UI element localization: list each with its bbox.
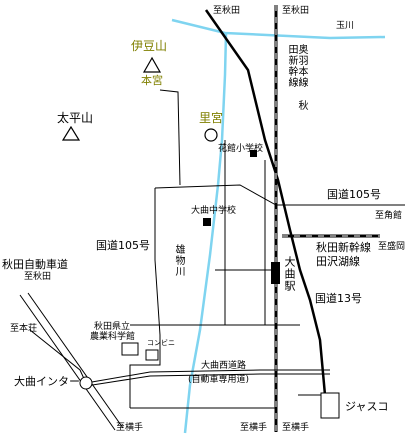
taiheizan-label: 太平山 bbox=[57, 111, 94, 125]
route105-east-label: 国道105号 bbox=[327, 188, 381, 201]
direction-to-tamagawa: 玉川 bbox=[336, 21, 355, 31]
izusan-label: 伊豆山 bbox=[131, 39, 168, 53]
omagari-nishi-road-label: 大曲西道路 bbox=[201, 361, 247, 371]
agri-hs-label-line2: 農業科学館 bbox=[90, 332, 136, 342]
hongu-label: 本宮 bbox=[141, 74, 163, 87]
direction-to-yokote-right: 至横手 bbox=[282, 423, 310, 433]
omagari-ic-marker bbox=[79, 376, 93, 390]
route13-road bbox=[204, 9, 327, 396]
direction-to-morioka: 至盛岡 bbox=[378, 242, 406, 252]
satomiya-marker bbox=[204, 128, 218, 142]
omono-river-label: 雄物川 bbox=[173, 244, 184, 277]
direction-to-akita-right: 至秋田 bbox=[282, 6, 310, 16]
convenience-store-label: コンビニ bbox=[147, 339, 175, 347]
agri-hs-building bbox=[121, 342, 139, 356]
omagari-nishi-road-2 bbox=[85, 373, 330, 387]
jasco-label: ジャスコ bbox=[345, 400, 389, 413]
satomiya-label: 里宮 bbox=[199, 111, 224, 125]
ou-line-label: 奥羽本線 秋田新幹線 bbox=[286, 44, 307, 111]
tazawako-line-label: 田沢湖線 bbox=[316, 255, 360, 268]
river-omono bbox=[183, 33, 228, 434]
izusan-triangle bbox=[142, 56, 162, 73]
jasco-building bbox=[320, 392, 340, 419]
omagari-nishi-road-note: (自動車専用道) bbox=[188, 375, 250, 385]
hanadate-elementary-label: 花館小学校 bbox=[218, 144, 264, 154]
direction-to-yokote-mid: 至横手 bbox=[240, 423, 268, 433]
direction-to-akita-expressway: 至秋田 bbox=[24, 272, 52, 282]
hanadate-elementary-building bbox=[250, 150, 257, 157]
omagari-junior-high-label: 大曲中学校 bbox=[191, 206, 237, 216]
agri-hs-label-line1: 秋田県立 bbox=[94, 322, 131, 332]
direction-to-honjo: 至本荘 bbox=[10, 324, 38, 334]
route105-east-road bbox=[154, 184, 405, 206]
local-road-1 bbox=[159, 89, 181, 186]
convenience-store-building bbox=[145, 349, 159, 361]
local-road-6 bbox=[129, 335, 161, 408]
omagari-station-building bbox=[271, 262, 280, 284]
akita-expressway-road-b bbox=[27, 292, 124, 429]
direction-to-akita-left: 至秋田 bbox=[213, 6, 241, 16]
taiheizan-triangle bbox=[61, 125, 81, 141]
route105-west-label: 国道105号 bbox=[96, 239, 150, 252]
route13-label: 国道13号 bbox=[315, 292, 362, 305]
omagari-junior-high-building bbox=[203, 218, 211, 226]
akita-expressway-label: 秋田自動車道 bbox=[2, 258, 68, 271]
akita-expressway-road-a bbox=[19, 294, 116, 431]
direction-to-kakunodate: 至角館 bbox=[375, 211, 403, 221]
omagari-station-label: 大曲駅 bbox=[283, 256, 296, 292]
akita-shinkansen-label: 秋田新幹線 bbox=[316, 241, 371, 254]
omagari-ic-label: 大曲インター bbox=[14, 375, 80, 388]
omagari-nishi-road bbox=[85, 369, 330, 384]
route105-west-road bbox=[154, 188, 161, 336]
direction-to-yokote-left: 至横手 bbox=[116, 423, 144, 433]
